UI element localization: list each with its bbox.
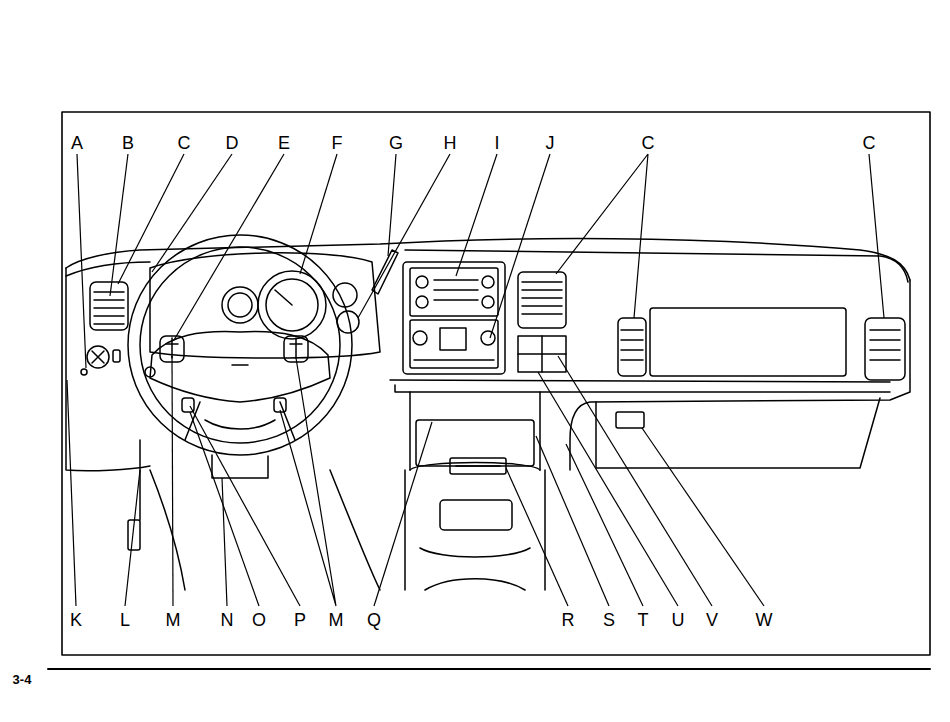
callout-letter: W bbox=[756, 610, 773, 630]
callout-letter: M bbox=[166, 610, 181, 630]
callout-letter: R bbox=[562, 610, 575, 630]
callout-letter: V bbox=[706, 610, 718, 630]
callout-letter: C bbox=[178, 133, 191, 153]
callout-letter: D bbox=[226, 133, 239, 153]
callout-letter: A bbox=[71, 133, 83, 153]
callout-letter: B bbox=[122, 133, 134, 153]
callout-letter: K bbox=[70, 610, 82, 630]
callout-letter: U bbox=[672, 610, 685, 630]
callout-letter: I bbox=[494, 133, 499, 153]
callout-letter: L bbox=[120, 610, 130, 630]
callout-letter: C bbox=[642, 133, 655, 153]
callout-letter: P bbox=[294, 610, 306, 630]
callout-letter: G bbox=[389, 133, 403, 153]
callout-letter: T bbox=[638, 610, 649, 630]
callout-letter: N bbox=[221, 610, 234, 630]
callout-letter: S bbox=[603, 610, 615, 630]
page-number: 3-4 bbox=[13, 670, 32, 690]
callout-letter: M bbox=[329, 610, 344, 630]
callout-letter: J bbox=[546, 133, 555, 153]
callout-letter: F bbox=[332, 133, 343, 153]
callout-letter: E bbox=[278, 133, 290, 153]
callout-letter: O bbox=[252, 610, 266, 630]
callout-letter: H bbox=[444, 133, 457, 153]
callout-letter: C bbox=[863, 133, 876, 153]
callout-letter: Q bbox=[367, 610, 381, 630]
